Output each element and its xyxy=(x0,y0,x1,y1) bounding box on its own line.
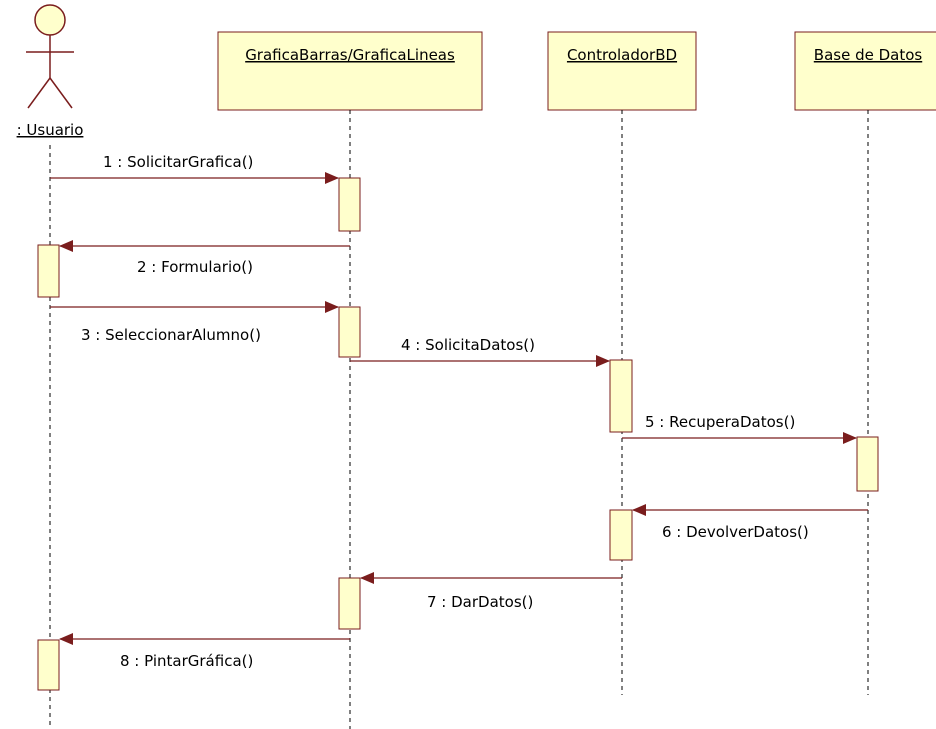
message-label-8: 8 : PintarGráfica() xyxy=(120,652,253,670)
activation-bar xyxy=(609,509,633,561)
participant-grafica: GraficaBarras/GraficaLineas xyxy=(217,31,483,111)
message-label-4: 4 : SolicitaDatos() xyxy=(401,336,535,354)
participant-base: Base de Datos xyxy=(794,31,936,111)
message-label-5: 5 : RecuperaDatos() xyxy=(645,413,795,431)
message-label-2: 2 : Formulario() xyxy=(137,258,253,276)
message-label-7: 7 : DarDatos() xyxy=(427,593,533,611)
activation-bar xyxy=(37,244,60,298)
message-label-3: 3 : SeleccionarAlumno() xyxy=(81,326,261,344)
participant-controlador: ControladorBD xyxy=(547,31,697,111)
activation-bar xyxy=(856,436,879,492)
participant-name: Base de Datos xyxy=(814,46,923,64)
activation-bar xyxy=(338,177,361,232)
participant-name: ControladorBD xyxy=(567,46,677,64)
message-label-1: 1 : SolicitarGrafica() xyxy=(103,153,253,171)
stick-figure-actor-icon xyxy=(26,4,74,109)
message-label-6: 6 : DevolverDatos() xyxy=(662,523,809,541)
participant-name: GraficaBarras/GraficaLineas xyxy=(245,46,455,64)
actor-name: : Usuario xyxy=(17,121,84,139)
activation-bar xyxy=(338,306,361,358)
activation-bar xyxy=(609,359,633,433)
activation-bar xyxy=(338,577,361,630)
activation-bar xyxy=(37,639,60,691)
actor-usuario: : Usuario xyxy=(17,4,84,139)
